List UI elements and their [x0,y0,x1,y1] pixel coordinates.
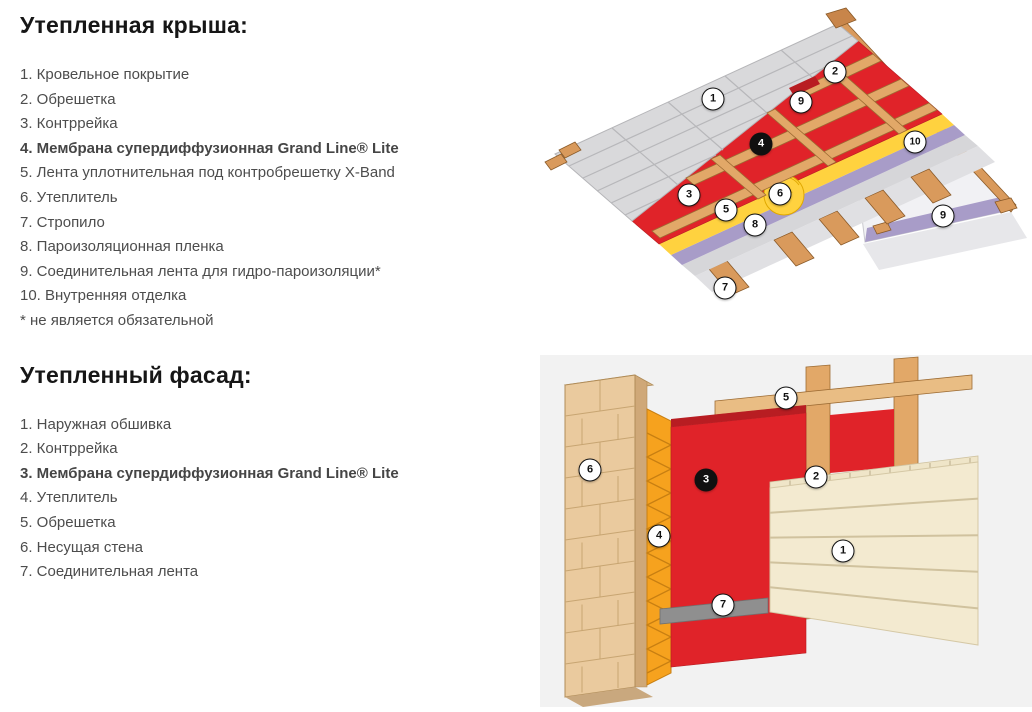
facade-section-title: Утепленный фасад: [20,361,252,388]
roof-list-item-3: 3. Контррейка [20,115,118,133]
roof-list-item-10: 10. Внутренняя отделка [20,287,187,305]
roof-callout-6: 6 [768,182,792,206]
roof-callout-10: 10 [903,130,927,154]
facade-list-item-6: 6. Несущая стена [20,538,143,556]
roof-callout-4: 4 [749,132,773,156]
roof-callout-7: 7 [713,276,737,300]
facade-callout-6: 6 [578,458,602,482]
roof-callout-8: 8 [743,213,767,237]
roof-list-item-9: 9. Соединительная лента для гидро-пароиз… [20,262,381,280]
facade-illustration [540,355,1032,707]
roof-illustration [544,7,1027,296]
facade-membrane-upper [830,409,894,473]
facade-callout-3: 3 [694,468,718,492]
roof-callout-2: 2 [823,60,847,84]
facade-callout-4: 4 [647,524,671,548]
roof-diagram: 1 2 9 4 3 5 6 8 10 9 7 [543,4,1030,346]
roof-ridge-beam [825,7,857,29]
facade-callout-2: 2 [804,465,828,489]
facade-callout-7: 7 [711,593,735,617]
facade-list: 1. Наружная обшивка 2. Контррейка 3. Мем… [20,413,528,585]
facade-list-item-1: 1. Наружная обшивка [20,415,172,433]
roof-callout-5: 5 [714,198,738,222]
roof-list-item-8: 8. Пароизоляционная пленка [20,238,224,256]
roof-list-item-6: 6. Утеплитель [20,188,118,206]
roof-list-footnote: * не является обязательной [20,311,214,329]
roof-eave-batten-stubs [544,141,582,171]
facade-list-item-3: 3. Мембрана супердиффузионная Grand Line… [20,464,399,482]
roof-insulation-layer [659,114,954,255]
roof-list-item-7: 7. Стропило [20,213,105,231]
roof-list: 1. Кровельное покрытие 2. Обрешетка 3. К… [20,63,528,334]
roof-inner-lining-layer [682,135,978,276]
facade-siding [769,455,979,646]
roof-inner-block [872,221,892,235]
facade-list-item-5: 5. Обрешетка [20,513,116,531]
facade-callout-1: 1 [831,539,855,563]
facade-list-item-7: 7. Соединительная лента [20,563,199,581]
roof-callout-3: 3 [677,183,701,207]
roof-tiles-layer [554,23,859,222]
roof-interior-sheet [863,212,1027,270]
facade-callout-5: 5 [774,386,798,410]
facade-diagram: 5 6 3 2 4 1 7 [540,355,1032,707]
roof-list-item-1: 1. Кровельное покрытие [20,66,190,83]
roof-list-item-2: 2. Обрешетка [20,90,116,108]
roof-callout-1: 1 [701,87,725,111]
roof-list-item-5: 5. Лента уплотнительная под контробрешет… [20,164,395,182]
roof-list-item-4: 4. Мембрана супердиффузионная Grand Line… [20,139,399,157]
roof-section-title: Утепленная крыша: [20,12,248,38]
roof-callout-9b: 9 [931,204,955,228]
roof-callout-9a: 9 [789,90,813,114]
facade-list-item-2: 2. Контррейка [20,440,118,458]
content-column: Утепленная крыша: 1. Кровельное покрытие… [20,12,528,585]
roof-right-eave-block [994,197,1018,214]
facade-blocks-wall [563,374,655,707]
facade-list-item-4: 4. Утеплитель [20,489,118,507]
